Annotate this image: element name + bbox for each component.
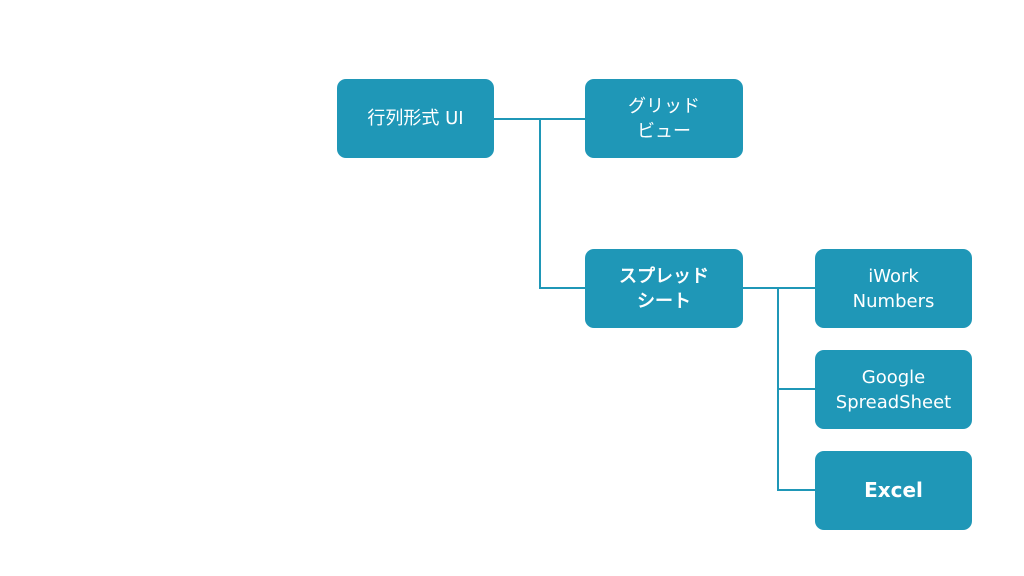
connector-root-spread xyxy=(539,119,585,289)
node-matrix-ui: 行列形式 UI xyxy=(337,79,494,158)
node-excel: Excel xyxy=(815,451,972,530)
connector-spread-excel xyxy=(777,389,815,491)
node-grid-view: グリッド ビュー xyxy=(585,79,743,158)
connector-spread-google xyxy=(777,288,815,390)
node-iwork-numbers: iWork Numbers xyxy=(815,249,972,328)
node-google-spreadsheet: Google SpreadSheet xyxy=(815,350,972,429)
node-spreadsheet: スプレッド シート xyxy=(585,249,743,328)
